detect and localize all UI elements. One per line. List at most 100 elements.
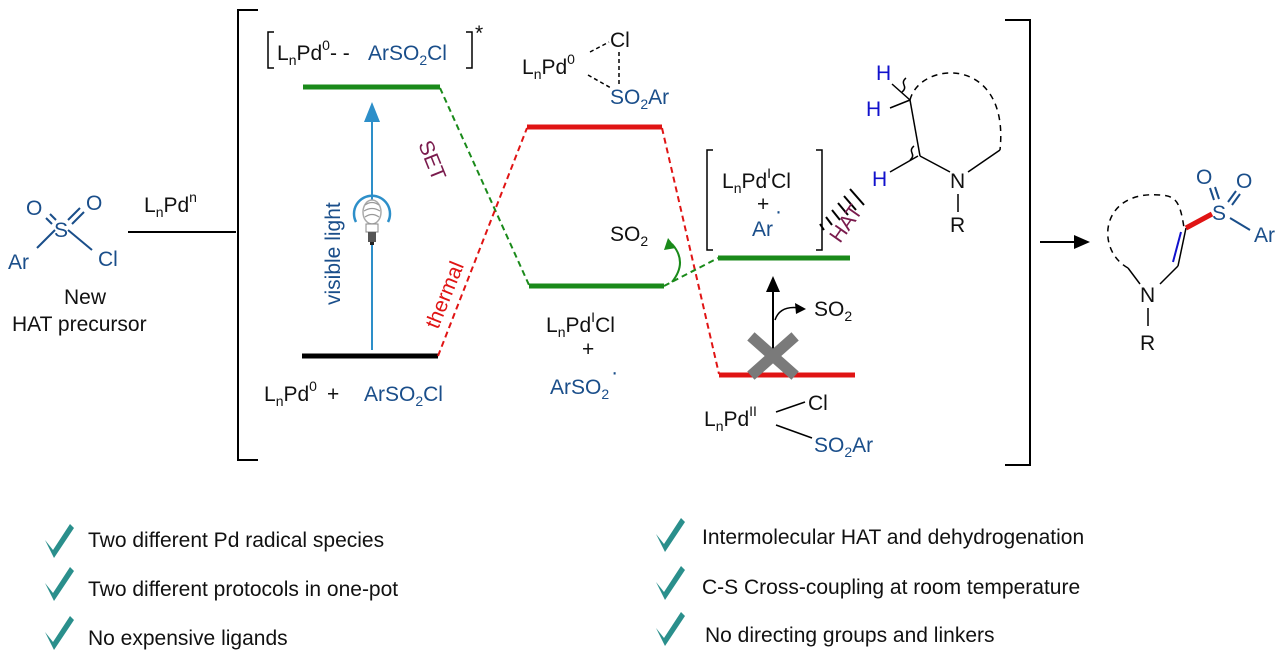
amine-ring: H H H N R — [866, 62, 1002, 237]
so2-right: SO2 — [814, 298, 852, 324]
atom-cl: Cl — [98, 248, 118, 271]
catalyst-label: LnPdn — [144, 189, 197, 220]
product-ar: Ar — [1254, 224, 1275, 247]
product-double-bond — [1172, 231, 1182, 263]
pd2-bond-so2ar — [775, 424, 813, 439]
excited-bracket-right — [466, 31, 473, 69]
product-n: N — [1140, 284, 1155, 307]
sulfonyl-chloride-structure: O O S Ar Cl New HAT precursor — [8, 192, 147, 336]
bond-h1-c — [891, 83, 911, 101]
atom-ar: Ar — [8, 251, 29, 274]
inner-pd: LnPdICl — [722, 165, 791, 196]
blocked-cross-icon — [747, 332, 799, 380]
product-s: S — [1212, 202, 1226, 225]
dash-ts-pd2 — [661, 127, 720, 375]
pd2-so2ar: SO2Ar — [814, 434, 873, 460]
radical1-pd: LnPdICl — [546, 309, 615, 340]
ts1-so2ar: SO2Ar — [610, 86, 669, 112]
inner-ar: Ar· — [752, 200, 782, 241]
wavy-bond-1 — [901, 77, 907, 93]
bullet-right-1: Intermolecular HAT and dehydrogenation — [656, 518, 1084, 552]
check-icon — [656, 612, 685, 646]
bullet-text: Two different Pd radical species — [88, 529, 384, 552]
ts1-cl: Cl — [610, 29, 630, 52]
atom-s: S — [54, 219, 68, 242]
product-bond-s-o1a — [1209, 187, 1215, 201]
bullet-left-2: Two different protocols in one-pot — [45, 567, 398, 601]
bullet-right-2: C-S Cross-coupling at room temperature — [656, 566, 1080, 600]
bullet-left-1: Two different Pd radical species — [45, 524, 384, 558]
so2-release-arrow-head — [795, 303, 806, 314]
amine-h1: H — [876, 62, 891, 85]
bullet-text: Intermolecular HAT and dehydrogenation — [702, 526, 1084, 549]
ring-bond-n-c3 — [967, 149, 1001, 173]
bullets-left: Two different Pd radical species Two dif… — [45, 524, 398, 650]
reagent-caption-line1: New — [64, 286, 107, 309]
amine-h3: H — [872, 168, 887, 191]
pd2-bond-cl — [775, 401, 806, 413]
bullet-text: C-S Cross-coupling at room temperature — [702, 576, 1080, 599]
atom-o1: O — [26, 197, 42, 220]
bullet-right-3: No directing groups and linkers — [656, 612, 995, 647]
product-o2: O — [1236, 170, 1252, 193]
amine-h2: H — [866, 98, 881, 121]
blocked-arrow-head — [766, 276, 780, 292]
pd2-pd: LnPdII — [704, 403, 757, 434]
atom-o2: O — [86, 192, 102, 215]
excited-pd: LnPd0- - — [277, 37, 350, 68]
product-bond-s-ar — [1229, 217, 1251, 231]
so2-top: SO2 — [610, 223, 648, 249]
left-bracket — [237, 9, 258, 461]
check-icon — [45, 524, 74, 558]
bullet-text: No directing groups and linkers — [705, 624, 995, 647]
ts1-pd: LnPd0 — [522, 51, 575, 82]
radical1-arso2: ArSO2· — [550, 361, 618, 402]
product-structure: S O O Ar N R — [1107, 166, 1275, 355]
amine-n: N — [950, 170, 965, 193]
check-icon — [656, 518, 685, 552]
dash-excited-radical — [439, 87, 530, 286]
wavy-bond-2 — [909, 145, 915, 161]
pd2-complex: LnPdII Cl SO2Ar — [704, 392, 873, 460]
amine-r: R — [950, 214, 965, 237]
bullet-text: Two different protocols in one-pot — [88, 578, 398, 601]
product-new-cs-bond — [1184, 211, 1214, 231]
inner-bracket-species: LnPdICl + Ar· — [706, 149, 823, 251]
hat-label: HAT — [825, 200, 867, 246]
ring-dashed-arc — [909, 72, 1002, 151]
bond-s-o1b — [45, 217, 53, 225]
bullets-right: Intermolecular HAT and dehydrogenation C… — [656, 518, 1084, 647]
bond-s-o2b — [71, 211, 85, 225]
excited-star: * — [475, 22, 483, 45]
check-icon — [45, 567, 74, 601]
product-bond-s-o2b — [1231, 193, 1241, 206]
excited-state-complex: LnPd0- - ArSO2Cl * — [267, 22, 483, 69]
inner-plus: + — [757, 193, 769, 216]
ts1-bond-pd-s — [587, 74, 612, 89]
product-ring-arc — [1107, 194, 1185, 269]
bullet-left-3: No expensive ligands — [45, 616, 288, 650]
bond-h2-c — [889, 99, 911, 109]
bond-h3-c — [889, 155, 919, 173]
check-icon — [656, 566, 685, 600]
product-arrow-head — [1074, 235, 1090, 249]
bond-s-o1a — [49, 213, 57, 221]
excited-bracket-left — [267, 31, 274, 69]
ts1-structure: LnPd0 Cl SO2Ar — [522, 29, 669, 112]
dash-ground-ts — [437, 127, 528, 357]
bullet-text: No expensive ligands — [88, 627, 288, 650]
ground-arso2cl: ArSO2Cl — [364, 383, 443, 409]
bond-s-cl — [67, 229, 93, 251]
ring-bond-c2-n — [919, 155, 951, 173]
so2-loss-arrow — [671, 243, 681, 283]
set-label: SET — [413, 137, 450, 184]
bond-ar-s — [36, 229, 56, 249]
hat-hashed-bond — [819, 188, 865, 231]
product-bond-s-o1b — [1214, 186, 1220, 200]
ring-bond-c1-c2 — [909, 99, 921, 157]
radical1-plus: + — [582, 338, 594, 361]
product-r: R — [1140, 332, 1155, 355]
product-bond-n-c — [1159, 265, 1179, 285]
